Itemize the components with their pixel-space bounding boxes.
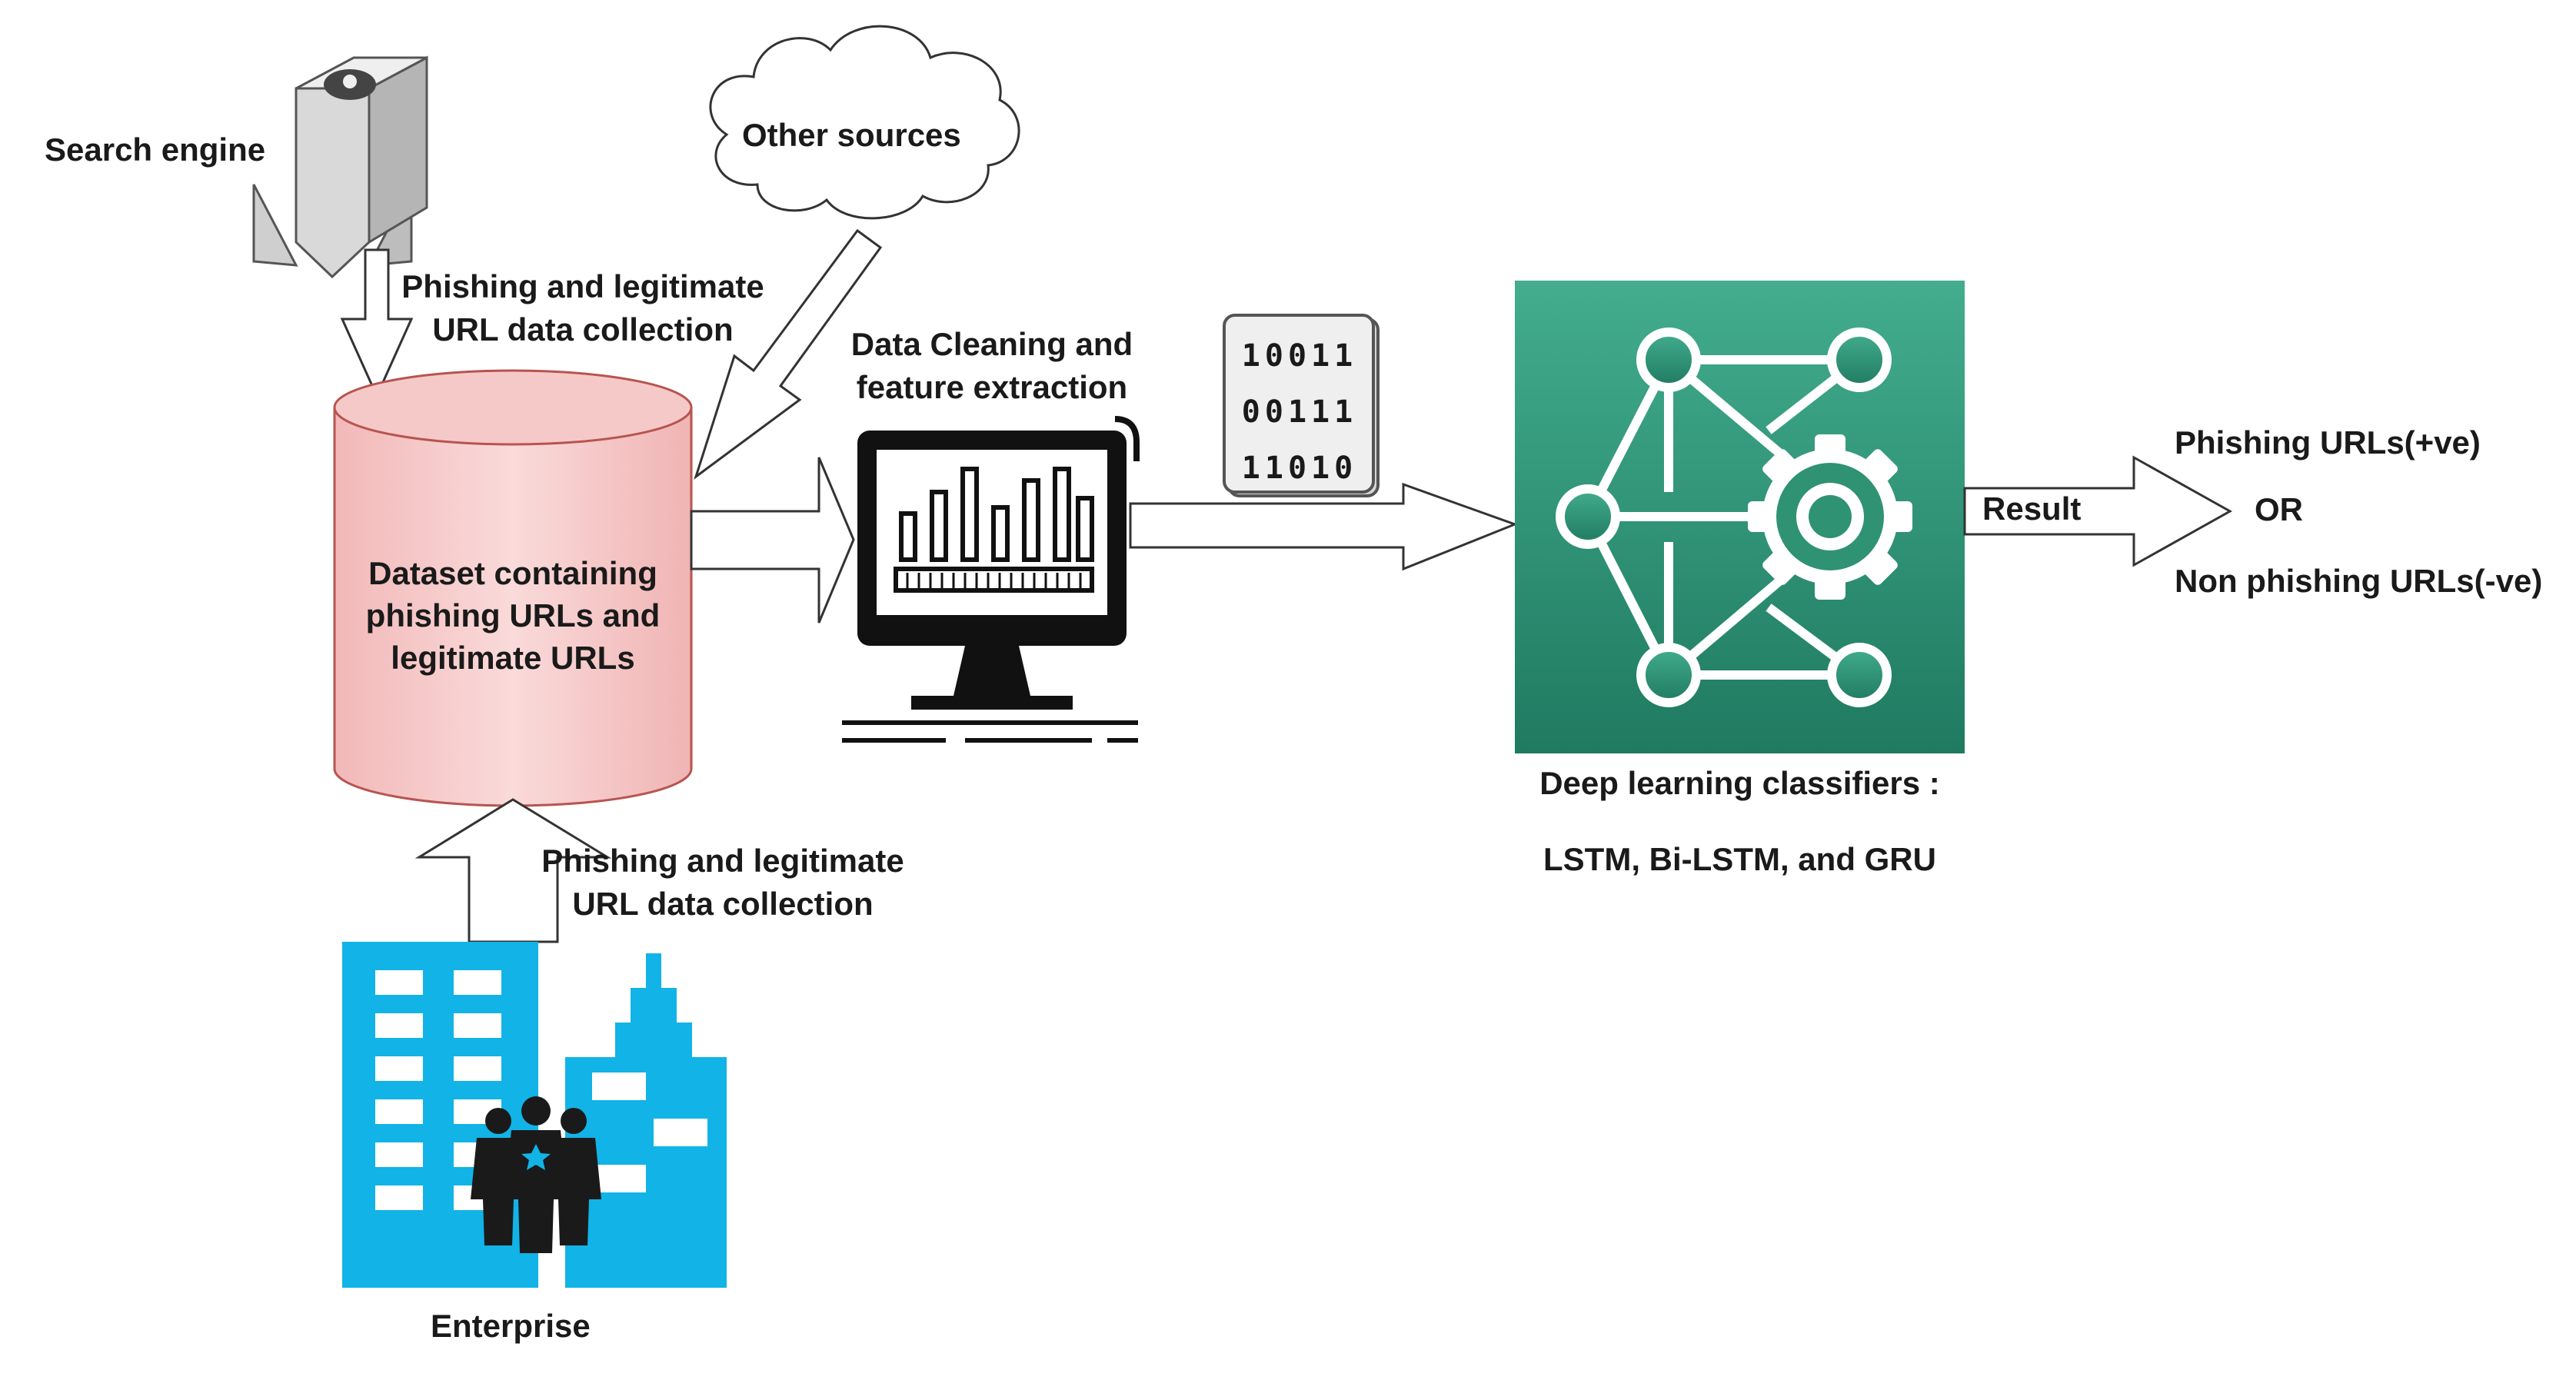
arrow-dataset-to-monitor (690, 457, 855, 623)
output-positive-label: Phishing URLs(+ve) (2175, 424, 2481, 461)
arrow-result (1963, 455, 2233, 567)
classifier-models-label: LSTM, Bi-LSTM, and GRU (1543, 841, 1936, 877)
arrow-search-to-dataset (340, 248, 414, 399)
dataset-label-line1: Dataset containing (368, 555, 657, 591)
output-negative-label: Non phishing URLs(-ve) (2175, 563, 2543, 599)
binary-digits: 10011 00111 11010 (1223, 328, 1376, 497)
search-engine-icon (252, 55, 428, 279)
people-icon (471, 1096, 601, 1253)
dataset-label-line3: legitimate URLs (391, 640, 635, 676)
dataset-label-line2: phishing URLs and (365, 597, 661, 633)
other-sources-label: Other sources (742, 117, 961, 153)
collection-label-top-line1: Phishing and legitimate (401, 268, 764, 304)
dataset-cylinder (333, 369, 693, 807)
collection-label-top: Phishing and legitimate URL data collect… (391, 265, 775, 351)
search-engine-label: Search engine (45, 131, 266, 168)
binary-row-3: 11010 (1241, 451, 1358, 486)
collection-label-top-line2: URL data collection (432, 311, 734, 347)
cleaning-label-line2: feature extraction (856, 369, 1128, 405)
cleaning-label-line1: Data Cleaning and (850, 326, 1133, 362)
arrow-cloud-to-dataset (694, 228, 883, 480)
arrow-enterprise-to-dataset (414, 798, 612, 943)
binary-row-2: 00111 (1241, 394, 1358, 430)
dataset-label: Dataset containing phishing URLs and leg… (332, 552, 694, 679)
result-label: Result (1982, 490, 2082, 527)
gear-icon (1748, 434, 1912, 600)
enterprise-icon (342, 942, 727, 1288)
collection-label-bottom-line2: URL data collection (572, 886, 874, 922)
collection-label-bottom-line1: Phishing and legitimate (541, 843, 904, 879)
collection-label-bottom: Phishing and legitimate URL data collect… (531, 840, 915, 926)
binary-data-icon (1223, 314, 1380, 497)
classifier-label: Deep learning classifiers : (1539, 765, 1940, 801)
monitor-icon (842, 416, 1140, 743)
binary-row-1: 10011 (1241, 338, 1358, 374)
cloud-icon (709, 25, 1020, 220)
output-or-label: OR (2255, 491, 2303, 527)
cleaning-label: Data Cleaning and feature extraction (838, 323, 1146, 409)
arrow-monitor-to-classifier (1129, 482, 1519, 571)
enterprise-label: Enterprise (431, 1308, 591, 1344)
classifier-tile (1515, 281, 1965, 753)
